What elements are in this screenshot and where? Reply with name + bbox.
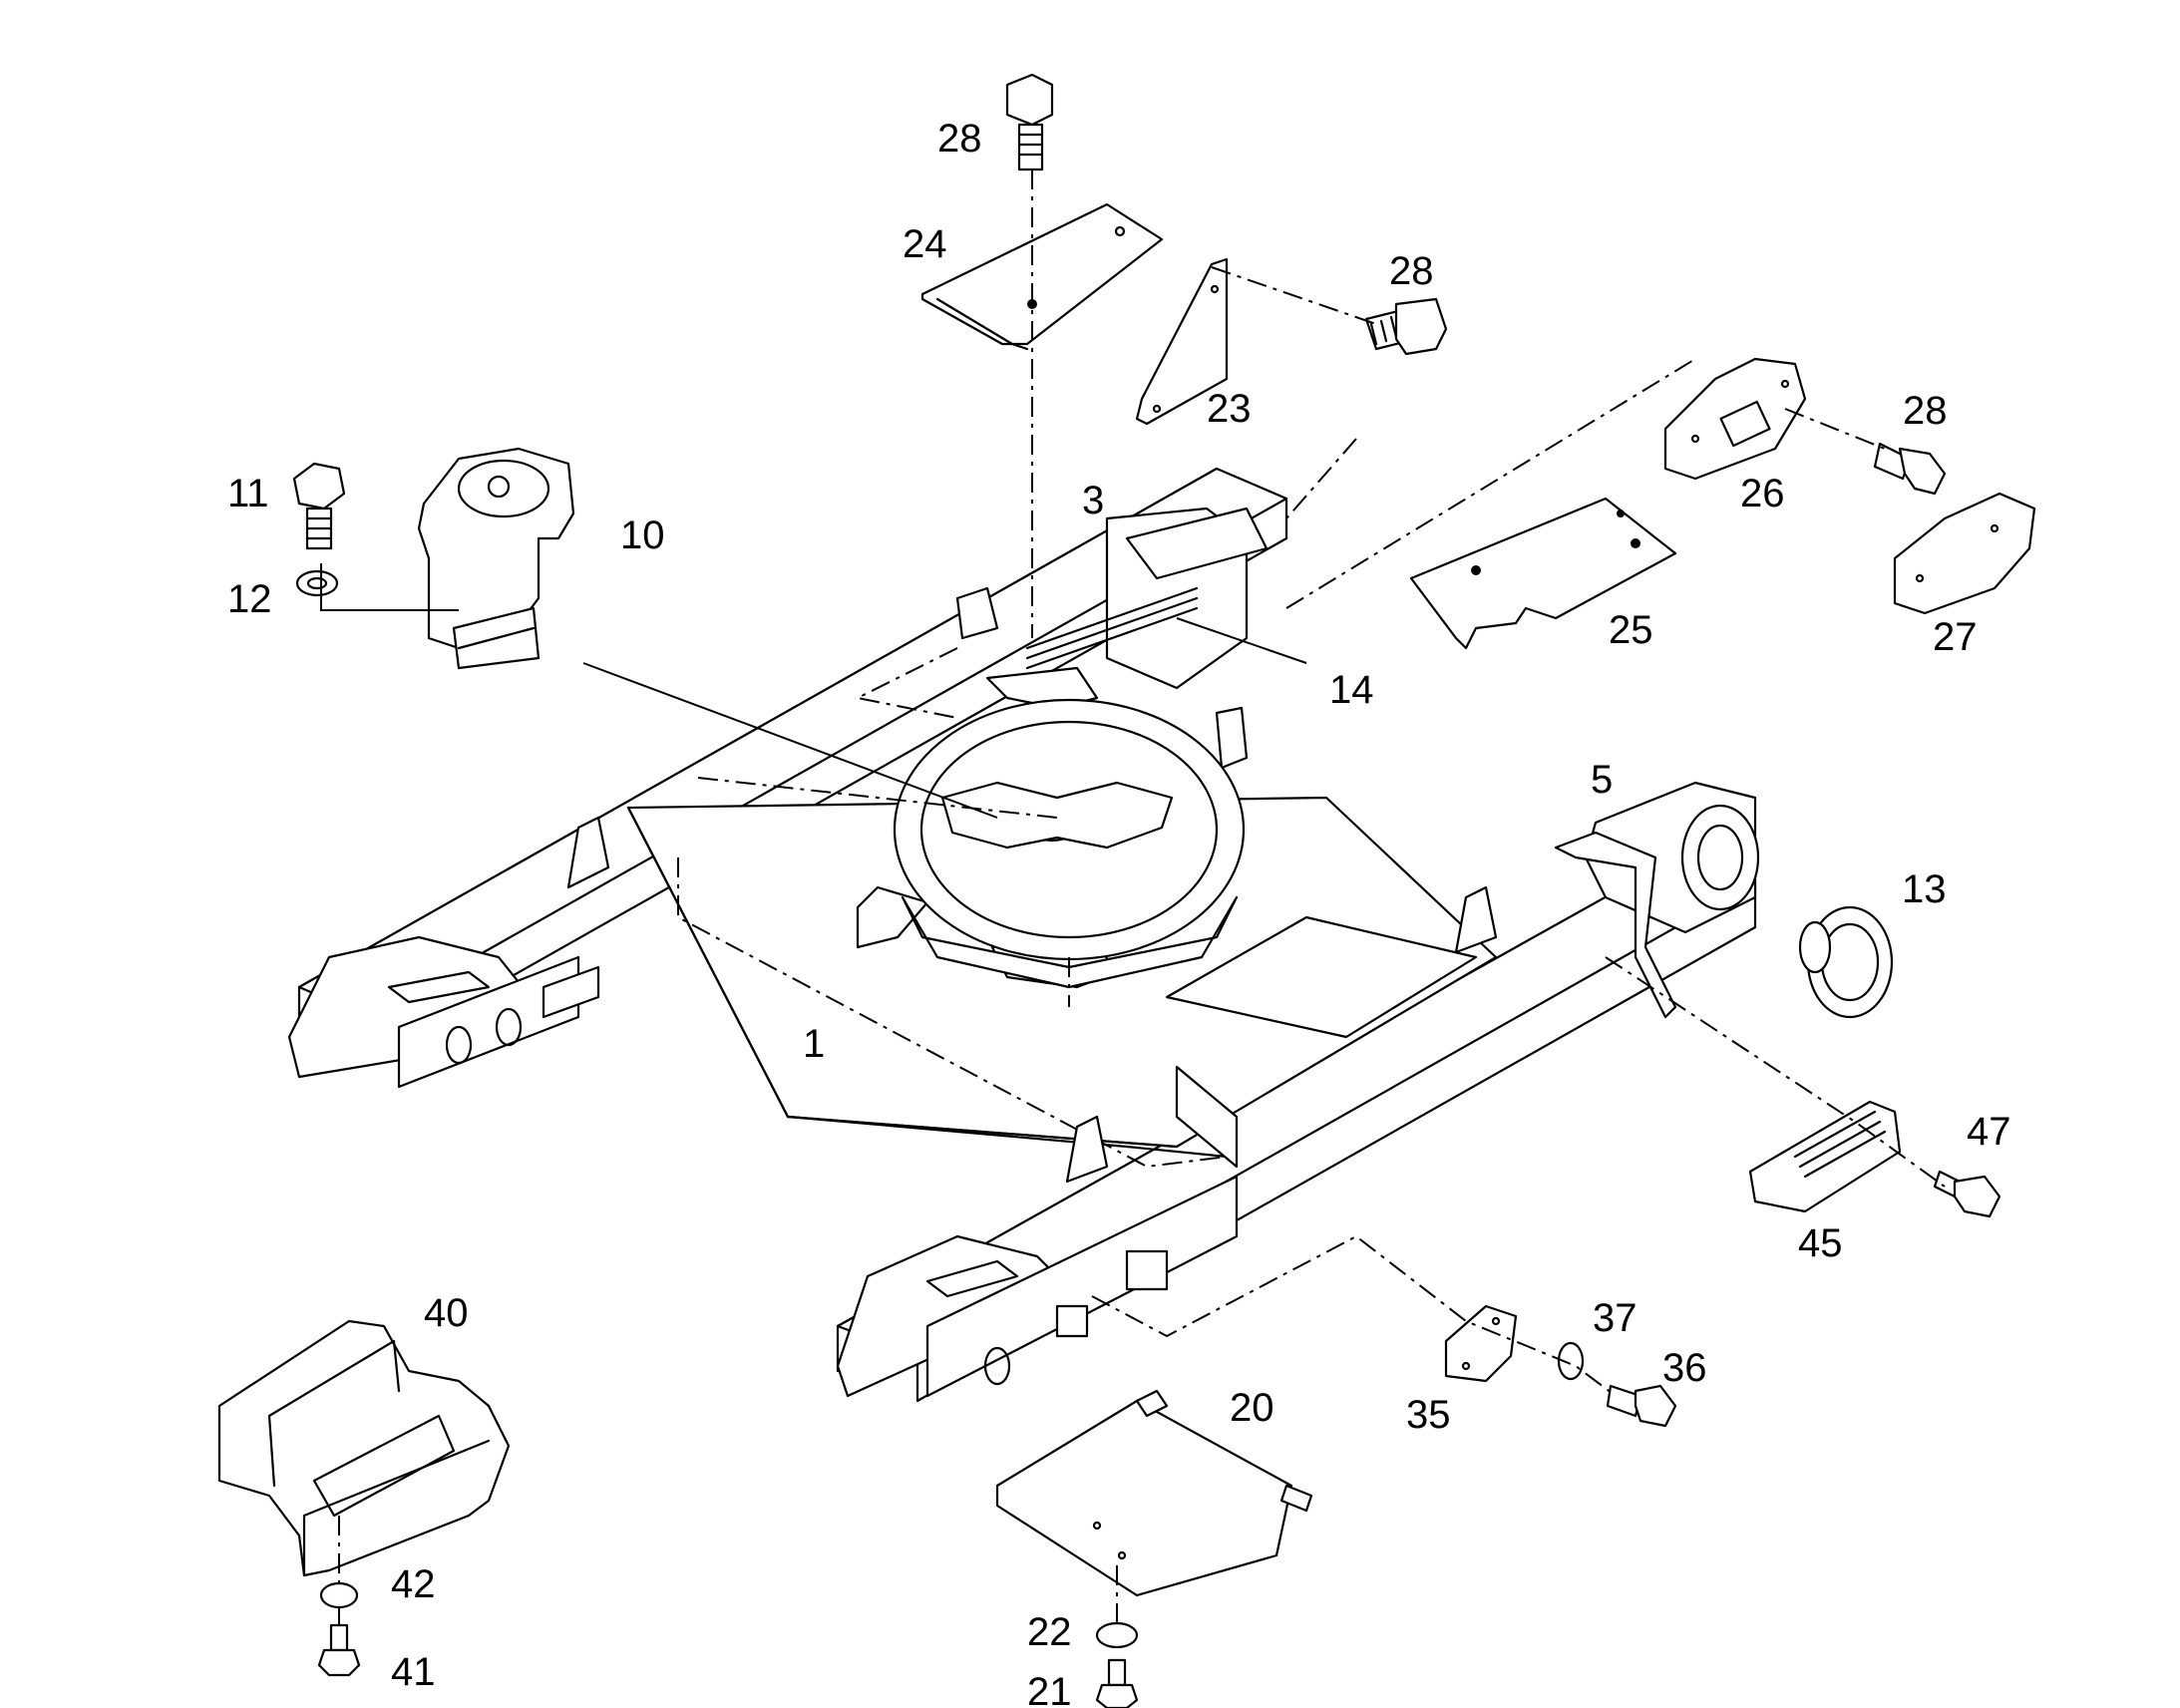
swivel-joint-10: [417, 447, 575, 670]
washer-22: [1095, 1621, 1139, 1649]
callout-24: 24: [903, 222, 947, 266]
part-13: [1798, 905, 1894, 1019]
callout-21: 21: [1027, 1670, 1072, 1708]
callout-5: 5: [1591, 758, 1613, 802]
cover-26: [1663, 357, 1807, 481]
callout-47: 47: [1967, 1110, 2011, 1154]
cover-27: [1893, 492, 2036, 615]
callout-45: 45: [1798, 1221, 1843, 1265]
callout-11: 11: [227, 472, 269, 515]
bracket-40: [217, 1319, 511, 1577]
callout-26: 26: [1740, 472, 1785, 515]
callout-27: 27: [1933, 615, 1978, 659]
undercarriage-frame: [287, 467, 1760, 1403]
plate-23: [1135, 257, 1229, 426]
plate-24: [920, 202, 1164, 351]
callout-36: 36: [1662, 1346, 1707, 1390]
callout-13: 13: [1902, 867, 1947, 911]
guard-45: [1748, 1100, 1902, 1213]
callout-10: 10: [620, 513, 665, 557]
bolt-47: [1933, 1170, 2001, 1218]
callout-42: 42: [391, 1562, 436, 1606]
callout-28-middle: 28: [1389, 249, 1434, 293]
callout-41: 41: [391, 1650, 436, 1694]
callout-28-right: 28: [1903, 389, 1948, 433]
callout-37: 37: [1593, 1296, 1637, 1340]
callout-12: 12: [227, 577, 272, 621]
callout-40: 40: [424, 1291, 469, 1335]
washer-42: [319, 1581, 359, 1609]
callout-14: 14: [1329, 668, 1374, 712]
washer-12: [295, 569, 339, 597]
assembly-lines: [320, 170, 1946, 1625]
bolt-11: [292, 462, 346, 550]
bolt-28-middle: [1364, 297, 1448, 356]
washer-37: [1557, 1341, 1585, 1381]
bolt-28-right: [1873, 442, 1947, 496]
callout-22: 22: [1027, 1610, 1072, 1654]
callout-3: 3: [1082, 479, 1104, 522]
bolt-36: [1606, 1384, 1677, 1428]
bracket-25: [1409, 497, 1677, 650]
cover-35: [1444, 1304, 1518, 1383]
plate-20: [995, 1389, 1313, 1597]
callout-28-top: 28: [937, 117, 982, 161]
bolt-28-top: [1005, 73, 1054, 171]
callout-20: 20: [1230, 1386, 1274, 1430]
callout-25: 25: [1609, 608, 1653, 652]
callout-35: 35: [1406, 1393, 1451, 1437]
callout-23: 23: [1207, 387, 1252, 431]
bolt-41: [317, 1623, 361, 1677]
callout-1: 1: [803, 1022, 825, 1066]
callout-labels: 1 3 5 10 11 12 13 14 20 21 22 23 24 25 2…: [227, 117, 2011, 1708]
bolt-21: [1095, 1658, 1139, 1708]
